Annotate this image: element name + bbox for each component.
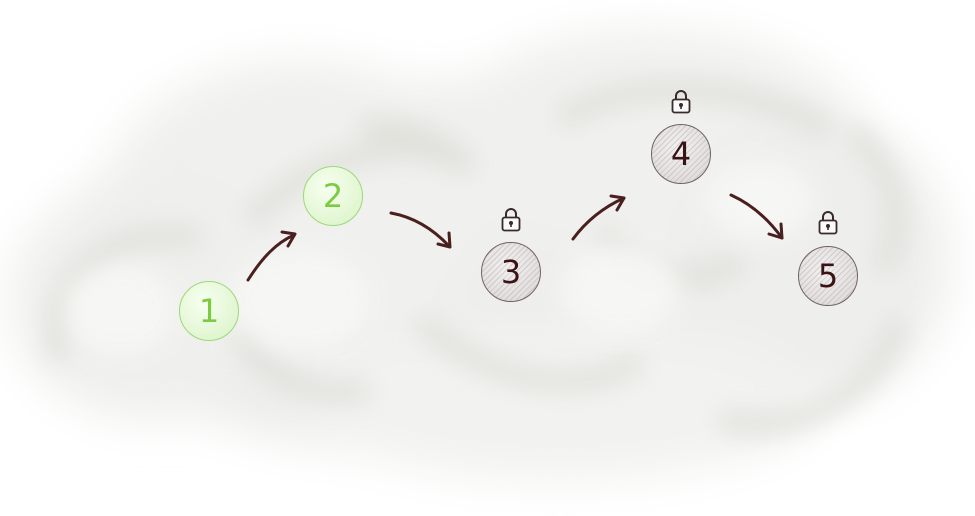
path-arrow-3-4-head — [609, 194, 626, 212]
path-arrow-2-3 — [389, 211, 451, 248]
path-arrow-4-5 — [729, 193, 784, 240]
level-number: 1 — [198, 292, 220, 330]
level-number: 4 — [670, 135, 692, 173]
level-number: 2 — [322, 177, 344, 215]
lock-icon — [818, 211, 838, 235]
level-number: 5 — [817, 257, 839, 295]
level-4-button[interactable]: 4 — [651, 124, 711, 184]
level-number: 3 — [500, 253, 522, 291]
path-arrow-2-3-head — [436, 231, 452, 249]
path-arrow-3-4 — [571, 196, 626, 241]
path-arrow-1-2 — [246, 233, 296, 282]
path-arrow-1-2-head — [280, 230, 297, 248]
lock-icon — [671, 90, 691, 114]
level-2-button[interactable]: 2 — [303, 166, 363, 226]
level-1-button[interactable]: 1 — [179, 281, 239, 341]
path-arrow-4-5-head — [767, 222, 784, 240]
lock-icon — [501, 208, 521, 232]
level-5-button[interactable]: 5 — [798, 246, 858, 306]
level-3-button[interactable]: 3 — [481, 242, 541, 302]
